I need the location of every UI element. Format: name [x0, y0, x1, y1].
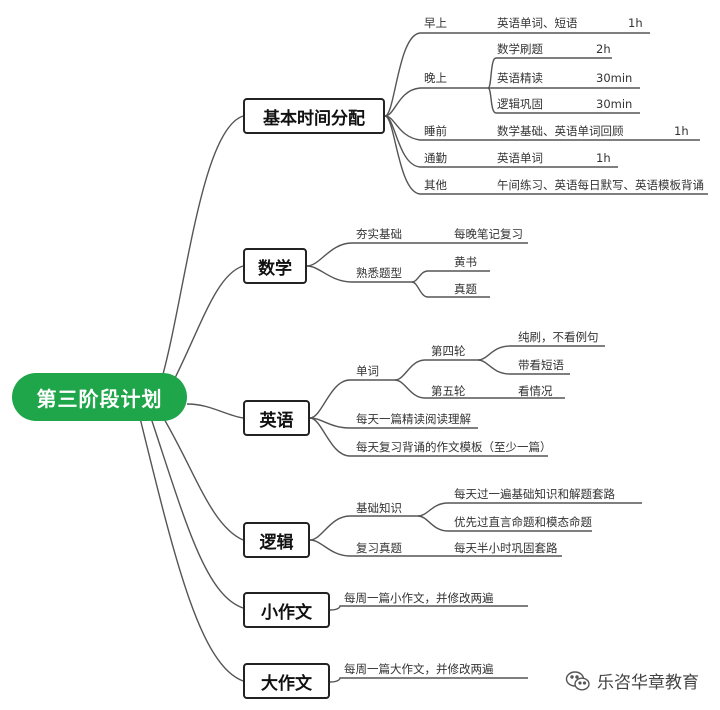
label-logic-basics-item-1: 每天过一遍基础知识和解题套路 [454, 487, 615, 501]
label-math-foundation-item: 每晚笔记复习 [454, 227, 523, 241]
label-evening-item-1: 数学刷题 [497, 42, 543, 56]
node-time-allocation: 基本时间分配 [243, 98, 385, 134]
label-english-words: 单词 [356, 364, 379, 378]
label-morning: 早上 [424, 16, 447, 30]
label-evening-item-2: 英语精读 [497, 71, 543, 85]
label-bedtime: 睡前 [424, 124, 447, 138]
label-evening-item-3: 逻辑巩固 [497, 97, 543, 111]
node-logic: 逻辑 [243, 522, 310, 558]
node-small-essay: 小作文 [243, 592, 330, 628]
label-small-essay-item: 每周一篇小作文，并修改两遍 [344, 591, 494, 605]
node-math: 数学 [243, 248, 307, 284]
label-evening-dur-2: 30min [596, 71, 633, 85]
wechat-icon [565, 670, 590, 691]
watermark-text: 乐咨华章教育 [597, 673, 699, 693]
label-commute-item: 英语单词 [497, 151, 543, 165]
label-round4: 第四轮 [431, 344, 466, 358]
label-math-familiar: 熟悉题型 [356, 266, 402, 280]
label-round4-item-2: 带看短语 [518, 358, 564, 372]
label-commute: 通勤 [424, 151, 447, 165]
label-bedtime-item: 数学基础、英语单词回顾 [497, 124, 624, 138]
label-other: 其他 [424, 178, 447, 192]
node-big-essay: 大作文 [243, 663, 330, 699]
label-big-essay-item: 每周一篇大作文，并修改两遍 [344, 662, 494, 676]
label-round5: 第五轮 [431, 384, 466, 398]
label-round5-item: 看情况 [518, 384, 553, 398]
watermark: 乐咨华章教育 [565, 668, 699, 693]
label-morning-item: 英语单词、短语 [497, 16, 578, 30]
label-english-reading: 每天一篇精读阅读理解 [356, 412, 471, 426]
label-logic-review-item: 每天半小时巩固套路 [454, 541, 558, 555]
label-math-familiar-item-2: 真题 [454, 282, 477, 296]
label-round4-item-1: 纯刷，不看例句 [518, 330, 599, 344]
label-logic-review: 复习真题 [356, 541, 402, 555]
label-evening-dur-1: 2h [596, 42, 611, 56]
label-bedtime-dur: 1h [674, 124, 689, 138]
label-logic-basics: 基础知识 [356, 501, 402, 515]
label-other-item: 午间练习、英语每日默写、英语模板背诵 [497, 178, 704, 192]
label-logic-basics-item-2: 优先过直言命题和模态命题 [454, 515, 592, 529]
label-math-foundation: 夯实基础 [356, 227, 402, 241]
node-english: 英语 [243, 400, 310, 436]
label-math-familiar-item-1: 黄书 [454, 255, 477, 269]
label-evening: 晚上 [424, 71, 447, 85]
root-node: 第三阶段计划 [12, 373, 187, 421]
label-commute-dur: 1h [596, 151, 611, 165]
label-morning-dur: 1h [628, 16, 643, 30]
label-english-template: 每天复习背诵的作文模板（至少一篇） [356, 440, 552, 454]
label-evening-dur-3: 30min [596, 97, 633, 111]
